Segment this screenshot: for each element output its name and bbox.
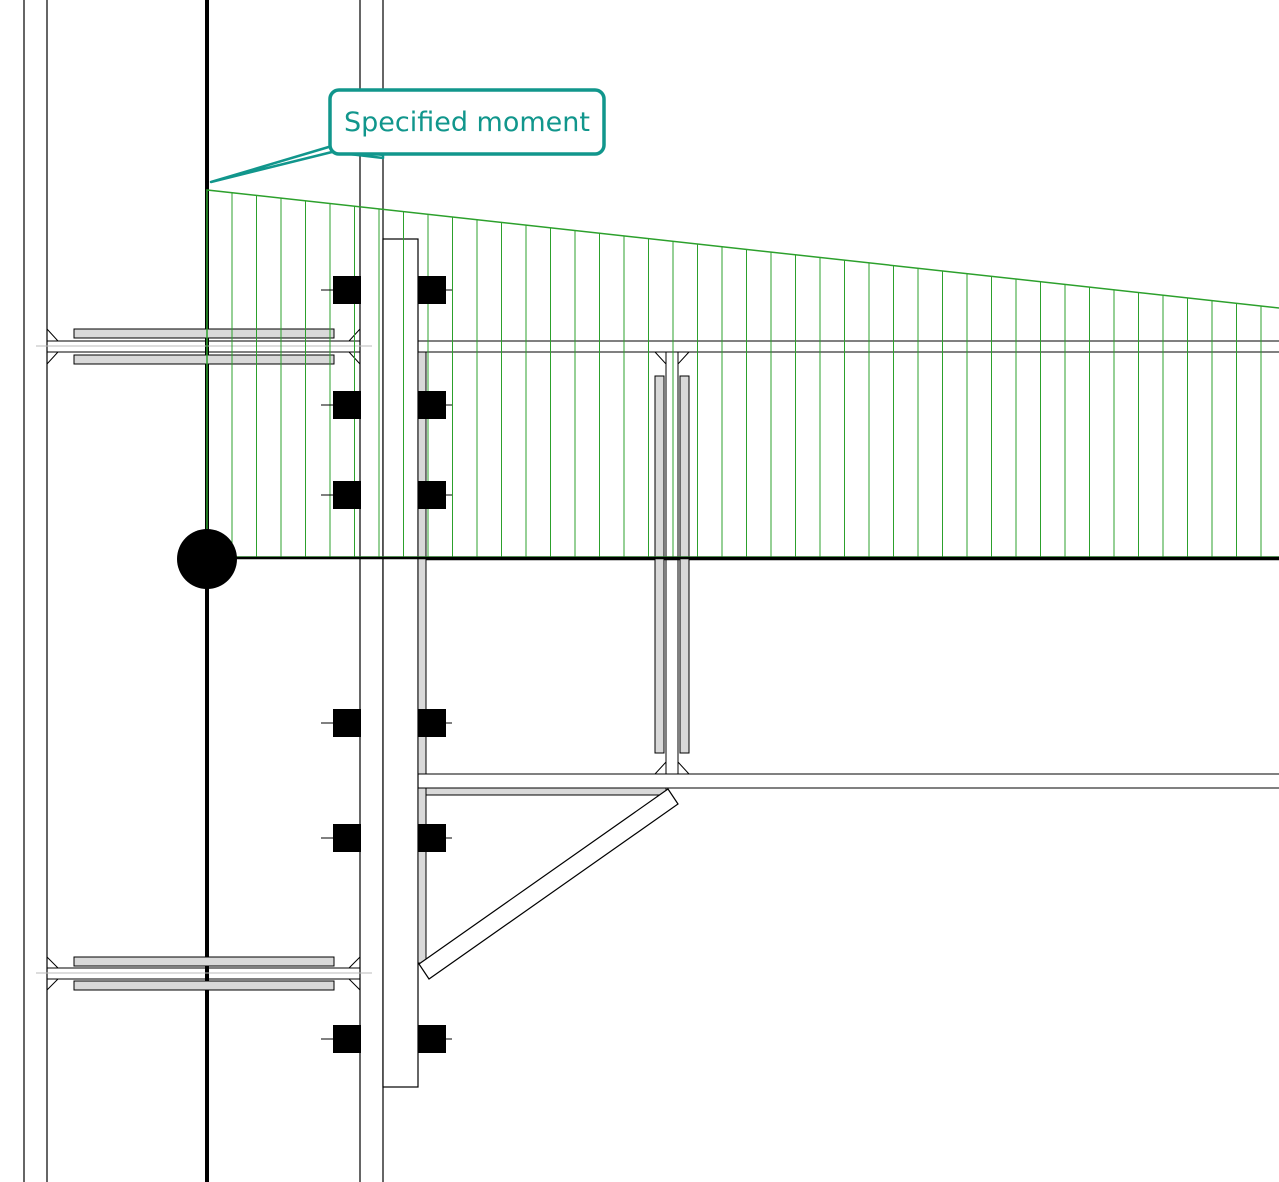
bolt (333, 824, 361, 852)
node-point (177, 529, 237, 589)
column-stiffener-bottom (36, 956, 372, 991)
bolt (333, 1025, 361, 1053)
bolt (333, 709, 361, 737)
end-plate (382, 238, 419, 1088)
bolt (418, 481, 446, 509)
haunch-diagonal (418, 788, 679, 980)
moment-diagram (206, 189, 1279, 560)
callout-label: Specified moment (344, 107, 590, 138)
bolt (333, 276, 361, 304)
bolt (418, 709, 446, 737)
bolt (333, 391, 361, 419)
bolt (418, 391, 446, 419)
bolt-group (321, 276, 452, 1053)
bolt (333, 481, 361, 509)
bolt (418, 276, 446, 304)
column (23, 0, 384, 1182)
bolt (418, 1025, 446, 1053)
callout: Specified moment (209, 88, 606, 184)
beam (417, 340, 1279, 964)
bolt (418, 824, 446, 852)
beam-stiffener (654, 351, 690, 775)
callout-pointer (209, 144, 385, 184)
moment-outline (206, 189, 1279, 558)
callout-box (328, 88, 606, 156)
column-stiffener-top (36, 328, 372, 365)
